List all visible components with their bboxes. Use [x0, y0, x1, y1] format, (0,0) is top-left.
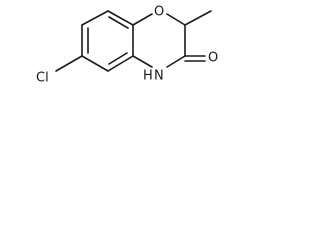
bond-ring-a3	[107, 55, 134, 72]
atom-nitrogen: N	[154, 69, 164, 84]
atom-chlorine: Cl	[36, 71, 49, 86]
bond-ring-inner-1	[108, 16, 129, 29]
bond-methyl	[184, 10, 212, 26]
atom-oxygen-carbonyl: O	[208, 51, 218, 66]
bond-ring-a6	[81, 10, 109, 26]
atom-nitrogen-hydrogen: H	[143, 69, 153, 84]
bond-ring-a1	[107, 10, 134, 26]
atom-oxygen-ring: O	[154, 5, 164, 20]
bond-c-carbonyl-n	[166, 55, 186, 68]
bond-ring-a4	[81, 55, 109, 72]
bond-c-cl	[55, 55, 83, 72]
bond-ring-inner-2	[108, 52, 128, 65]
bond-o-ch	[166, 13, 186, 26]
bond-n-c-ring	[132, 55, 153, 68]
bond-c-o-ring	[132, 13, 153, 26]
molecule-structure-diagram: O Cl O H N	[36, 5, 218, 86]
